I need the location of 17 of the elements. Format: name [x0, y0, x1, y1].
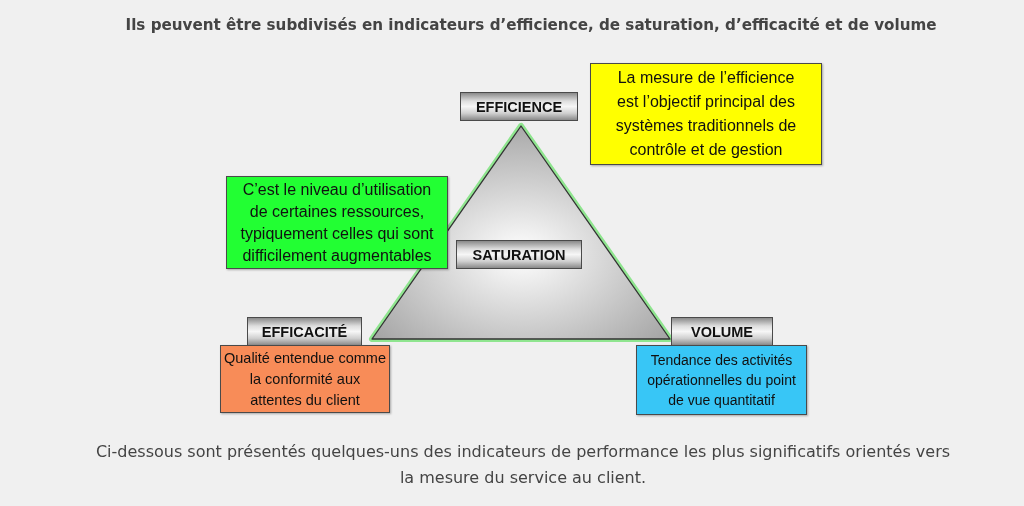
category-label: EFFICIENCE — [475, 98, 563, 115]
description-text: Tendance des activités opérationnelles du point de vue quantitatif — [646, 351, 797, 410]
category-tab — [247, 317, 362, 346]
title-text: Ils peuvent être subdivisés en indicateurs d’efficience, de saturation, d’efficacité et de volume — [125, 16, 937, 34]
description-text: Qualité entendue comme la conformité aux attentes du client — [223, 348, 387, 410]
category-tab — [456, 240, 582, 269]
category-label: SATURATION — [472, 246, 566, 263]
category-tab — [671, 317, 773, 346]
category-label: EFFICACITÉ — [261, 323, 348, 340]
category-label: VOLUME — [691, 323, 753, 340]
description-text: La mesure de l’efficience est l’objectif principal des systèmes traditionnels de contrôle et de gestion — [614, 68, 798, 160]
category-tab — [460, 92, 578, 121]
description-card — [636, 345, 807, 415]
caption-text: Ci-dessous sont présentés quelques-uns des indicateurs de performance les plus significatifs orientés vers la mesure du service au client. — [94, 441, 952, 489]
description-text: C’est le niveau d’utilisation de certaines ressources, typiquement celles qui sont difficilement augmentables — [239, 179, 435, 266]
description-card — [226, 176, 448, 269]
description-card — [590, 63, 822, 165]
